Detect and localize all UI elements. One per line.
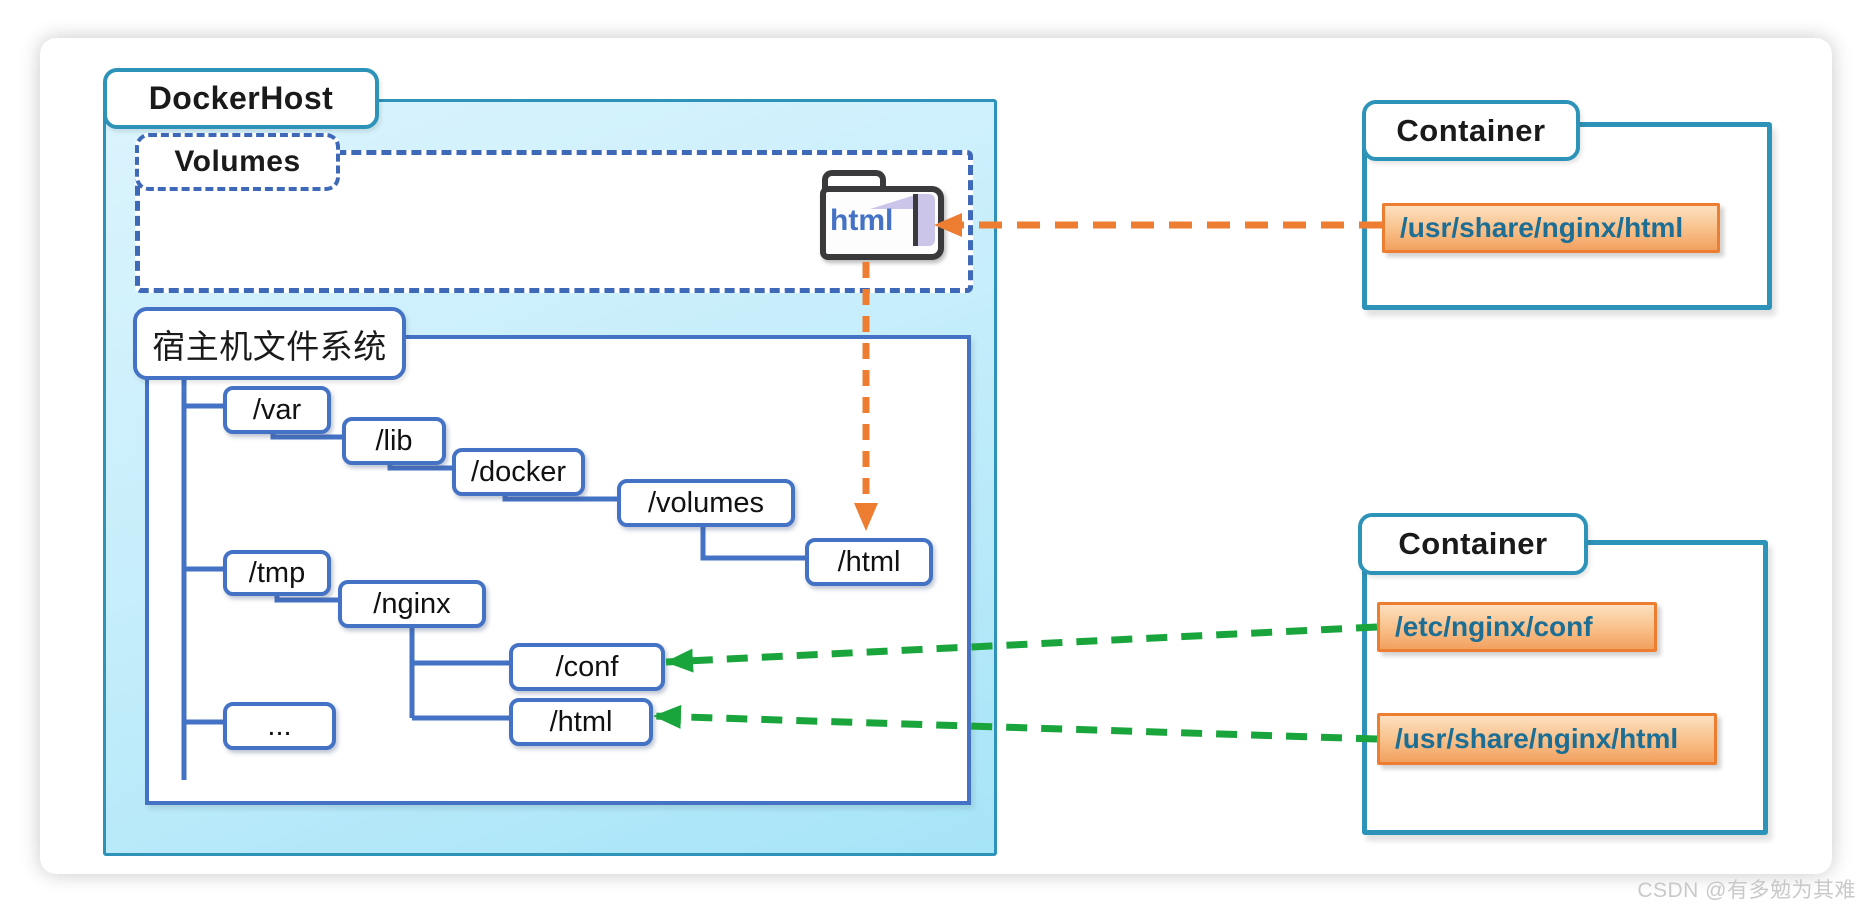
tree-node-docker: /docker [452,448,585,496]
container-2-path-etc-nginx-conf: /etc/nginx/conf [1377,602,1657,652]
tree-node-ellipsis-label: ... [267,709,292,742]
docker-host-label: DockerHost [103,68,379,129]
volumes-title: Volumes [174,145,301,178]
tree-node-tmp-label: /tmp [248,556,306,589]
folder-label: html [830,204,894,237]
volumes-label: Volumes [135,133,340,191]
watermark: CSDN @有多勉为其难 [1637,879,1856,902]
container-2-title: Container [1398,526,1548,561]
tree-node-docker-label: /docker [470,455,567,488]
tree-node-conf-label: /conf [555,650,619,683]
container-2-box [1362,540,1768,835]
container-2-path-1-label: /etc/nginx/conf [1395,611,1593,642]
container-1-path-usr-share-nginx-html: /usr/share/nginx/html [1382,203,1720,253]
tree-node-var-label: /var [252,393,302,426]
tree-node-lib: /lib [342,417,446,465]
filesystem-label: 宿主机文件系统 [133,307,406,380]
container-2-label: Container [1358,513,1588,575]
container-1-label: Container [1362,100,1580,161]
tree-node-ellipsis: ... [223,702,336,750]
tree-node-tmp: /tmp [223,550,331,596]
tree-node-volumes-label: /volumes [647,486,765,519]
tree-node-html-volume: /html [805,538,933,586]
tree-node-volumes: /volumes [617,479,795,527]
tree-node-lib-label: /lib [375,424,413,457]
tree-node-nginx-label: /nginx [373,587,451,620]
container-2-path-2-label: /usr/share/nginx/html [1395,723,1679,754]
folder-body [820,186,944,260]
container-1-title: Container [1396,112,1546,148]
tree-node-html-nginx-label: /html [549,705,613,738]
docker-host-title: DockerHost [148,80,334,116]
volume-folder-icon: html [820,170,944,262]
tree-node-nginx: /nginx [338,580,486,628]
tree-node-var: /var [223,386,331,434]
filesystem-title: 宿主机文件系统 [152,327,387,365]
folder-fold-strip [913,194,935,246]
container-1-path-label: /usr/share/nginx/html [1400,212,1684,243]
container-2-path-usr-share-nginx-html: /usr/share/nginx/html [1377,713,1717,765]
tree-node-html-nginx: /html [509,698,653,746]
tree-node-conf: /conf [509,643,665,691]
tree-node-html-volume-label: /html [837,545,901,578]
